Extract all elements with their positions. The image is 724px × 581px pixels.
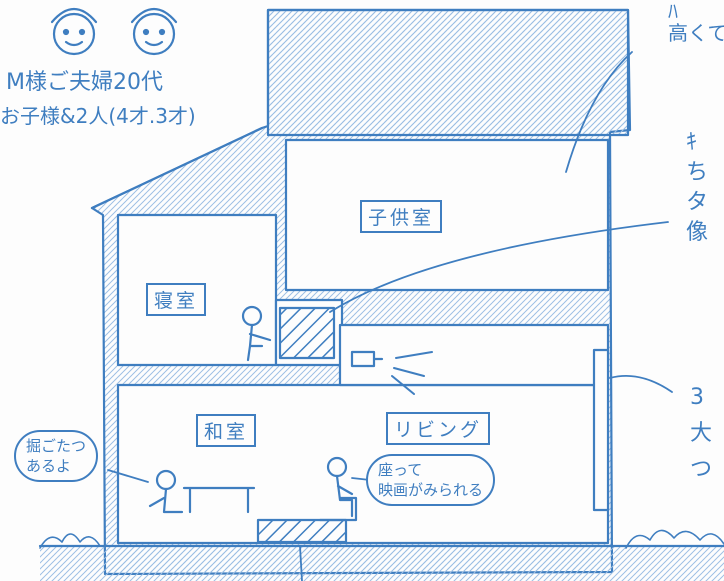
foundation [40, 546, 724, 581]
roof-left [90, 126, 264, 210]
room-label-bedroom: 寝室 [146, 283, 207, 316]
margin-note-mid-line1: ｷ [686, 130, 698, 155]
margin-note-top-line2: 高くて [668, 21, 724, 45]
leader-mid-right [329, 221, 669, 313]
margin-note-low-right: 3 大 つ [690, 380, 712, 488]
bubble-movie-line1: 座って [378, 461, 423, 479]
speech-bubble-movie: 座って 映画がみられる [366, 454, 496, 506]
leader-vent [299, 545, 303, 581]
projector [350, 350, 376, 368]
room-label-japanese-room: 和室 [196, 414, 257, 447]
margin-note-top-line1: ﾊ [668, 0, 678, 23]
kids-room-space [284, 138, 610, 292]
upper-block [266, 8, 630, 137]
person-bedroom-figure [241, 305, 272, 362]
projection-screen [592, 348, 610, 512]
speech-bubble-kotatsu: 掘ごたつ あるよ [14, 430, 99, 482]
bubble-kotatsu-line1: 掘ごたつ [26, 437, 87, 455]
margin-note-low-line1: 3 [690, 385, 704, 410]
margin-note-low-line3: つ [690, 457, 713, 482]
bubble-tail-kotatsu [107, 469, 149, 483]
bubble-movie-line2: 映画がみられる [378, 481, 484, 499]
floor-vent [256, 518, 348, 544]
projection-rays [391, 351, 433, 395]
person-kotatsu-figure [148, 469, 184, 514]
shrubs-right [625, 529, 724, 549]
margin-note-low-line2: 大 [690, 421, 713, 446]
bedroom-window [278, 306, 336, 360]
stair-opening [338, 323, 610, 387]
room-label-living: リビング [386, 412, 491, 445]
margin-note-mid-line4: 像 [686, 220, 709, 245]
kotatsu-table [182, 486, 256, 514]
margin-note-mid-line2: ち [686, 160, 709, 185]
sofa [318, 496, 358, 522]
family-caption-line1: M様ご夫婦20代 [6, 70, 163, 95]
person-sofa-figure [326, 456, 354, 518]
margin-note-mid-line3: タ [686, 190, 709, 215]
room-label-kids-room: 子供室 [360, 200, 443, 233]
margin-note-top-right: ﾊ 高くて [668, 0, 724, 44]
bubble-kotatsu-line2: あるよ [26, 457, 72, 475]
margin-note-mid-right: ｷ ち タ 像 [686, 128, 708, 248]
first-floor-space [116, 383, 610, 545]
family-faces-icon [50, 7, 178, 56]
leader-top-right [565, 51, 633, 173]
leader-low-right [609, 375, 673, 393]
family-caption-line2: お子様&2人(4才.3才) [0, 104, 196, 128]
shrubs-left [39, 533, 101, 549]
